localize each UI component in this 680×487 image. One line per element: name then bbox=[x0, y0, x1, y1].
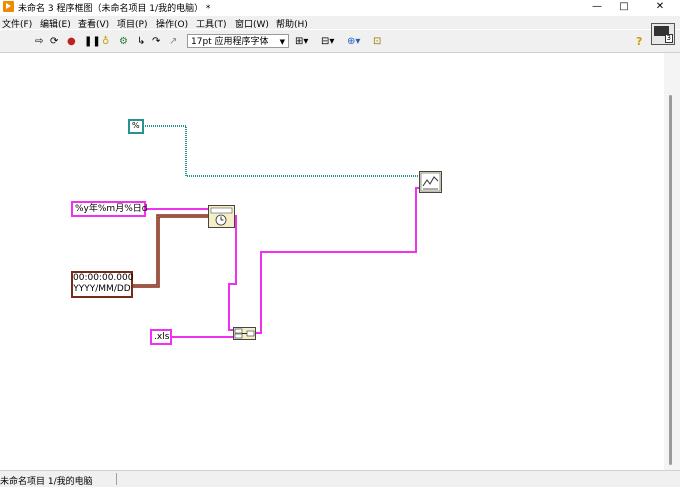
step-into-icon[interactable]: ↳ bbox=[137, 36, 146, 47]
concat-string-wire bbox=[256, 187, 419, 334]
highlight-bulb-icon[interactable]: ♁ bbox=[102, 36, 110, 47]
maximize-button[interactable]: □ bbox=[619, 1, 629, 12]
concatenate-strings-node[interactable] bbox=[233, 327, 256, 340]
step-out-icon[interactable]: ↗ bbox=[169, 36, 178, 47]
menu-edit[interactable]: 编辑(E) bbox=[40, 20, 71, 30]
status-separator bbox=[116, 473, 117, 485]
help-icon[interactable]: ? bbox=[636, 35, 643, 48]
clock-icon bbox=[210, 207, 233, 226]
distribute-icon[interactable]: ⊟▾ bbox=[321, 36, 335, 47]
abort-icon[interactable]: ● bbox=[67, 36, 76, 47]
path-constant[interactable]: % bbox=[128, 119, 144, 134]
window-title: 未命名 3 程序框图（未命名项目 1/我的电脑） * bbox=[18, 4, 211, 14]
run-continuous-icon[interactable]: ⟳ bbox=[50, 36, 59, 47]
reorder-icon[interactable]: ⊕▾ bbox=[347, 36, 361, 47]
menu-project[interactable]: 项目(P) bbox=[117, 20, 148, 30]
format-date-time-node[interactable] bbox=[208, 205, 235, 228]
chevron-down-icon: ▼ bbox=[279, 38, 285, 46]
concatenate-icon bbox=[234, 328, 255, 339]
menu-bar: 文件(F) 编辑(E) 查看(V) 项目(P) 操作(O) 工具(T) 窗口(W… bbox=[0, 16, 680, 30]
status-bar: 未命名项目 1/我的电脑 bbox=[0, 470, 680, 487]
pause-icon[interactable]: ❚❚ bbox=[84, 36, 101, 47]
run-arrow-icon[interactable]: ⇨ bbox=[35, 36, 44, 47]
menu-window[interactable]: 窗口(W) bbox=[235, 20, 269, 30]
scrollbar-thumb[interactable] bbox=[669, 95, 672, 465]
title-bar: 未命名 3 程序框图（未命名项目 1/我的电脑） * — □ ✕ bbox=[0, 0, 680, 14]
align-icon[interactable]: ⊞▾ bbox=[295, 36, 309, 47]
vertical-scrollbar[interactable] bbox=[664, 53, 680, 470]
xls-string-constant[interactable]: .xls bbox=[150, 329, 172, 345]
retain-wire-icon[interactable]: ⚙ bbox=[119, 36, 128, 47]
menu-file[interactable]: 文件(F) bbox=[2, 20, 33, 30]
build-path-icon bbox=[420, 172, 441, 192]
vi-screen-icon bbox=[654, 26, 669, 36]
menu-view[interactable]: 查看(V) bbox=[78, 20, 110, 30]
format-string-constant[interactable]: %y年%m月%日d bbox=[71, 201, 147, 217]
labview-icon bbox=[3, 1, 14, 12]
step-over-icon[interactable]: ↷ bbox=[152, 36, 161, 47]
timestamp-wire bbox=[132, 214, 208, 288]
cleanup-icon[interactable]: ⊡ bbox=[373, 36, 382, 47]
vi-number: 3 bbox=[664, 34, 673, 43]
time-string-wire bbox=[228, 215, 237, 331]
timestamp-constant[interactable]: 00:00:00.000 YYYY/MM/DD bbox=[71, 271, 133, 298]
toolbar: ⇨ ⟳ ● ❚❚ ♁ ⚙ ↳ ↷ ↗ 17pt 应用程序字体 ▼ ⊞▾ ⊟▾ ⊕… bbox=[0, 30, 680, 53]
build-path-node[interactable] bbox=[419, 171, 442, 193]
font-selector[interactable]: 17pt 应用程序字体 ▼ bbox=[187, 34, 289, 48]
vi-icon[interactable]: 3 bbox=[651, 23, 675, 45]
menu-tools[interactable]: 工具(T) bbox=[196, 20, 227, 30]
menu-operate[interactable]: 操作(O) bbox=[156, 20, 189, 30]
timestamp-wire-inner bbox=[132, 215, 208, 287]
minimize-button[interactable]: — bbox=[592, 1, 602, 12]
menu-help[interactable]: 帮助(H) bbox=[276, 20, 308, 30]
close-button[interactable]: ✕ bbox=[655, 1, 665, 12]
status-project-path: 未命名项目 1/我的电脑 bbox=[0, 477, 93, 487]
block-diagram-canvas[interactable] bbox=[0, 53, 664, 470]
path-wire bbox=[143, 125, 419, 177]
